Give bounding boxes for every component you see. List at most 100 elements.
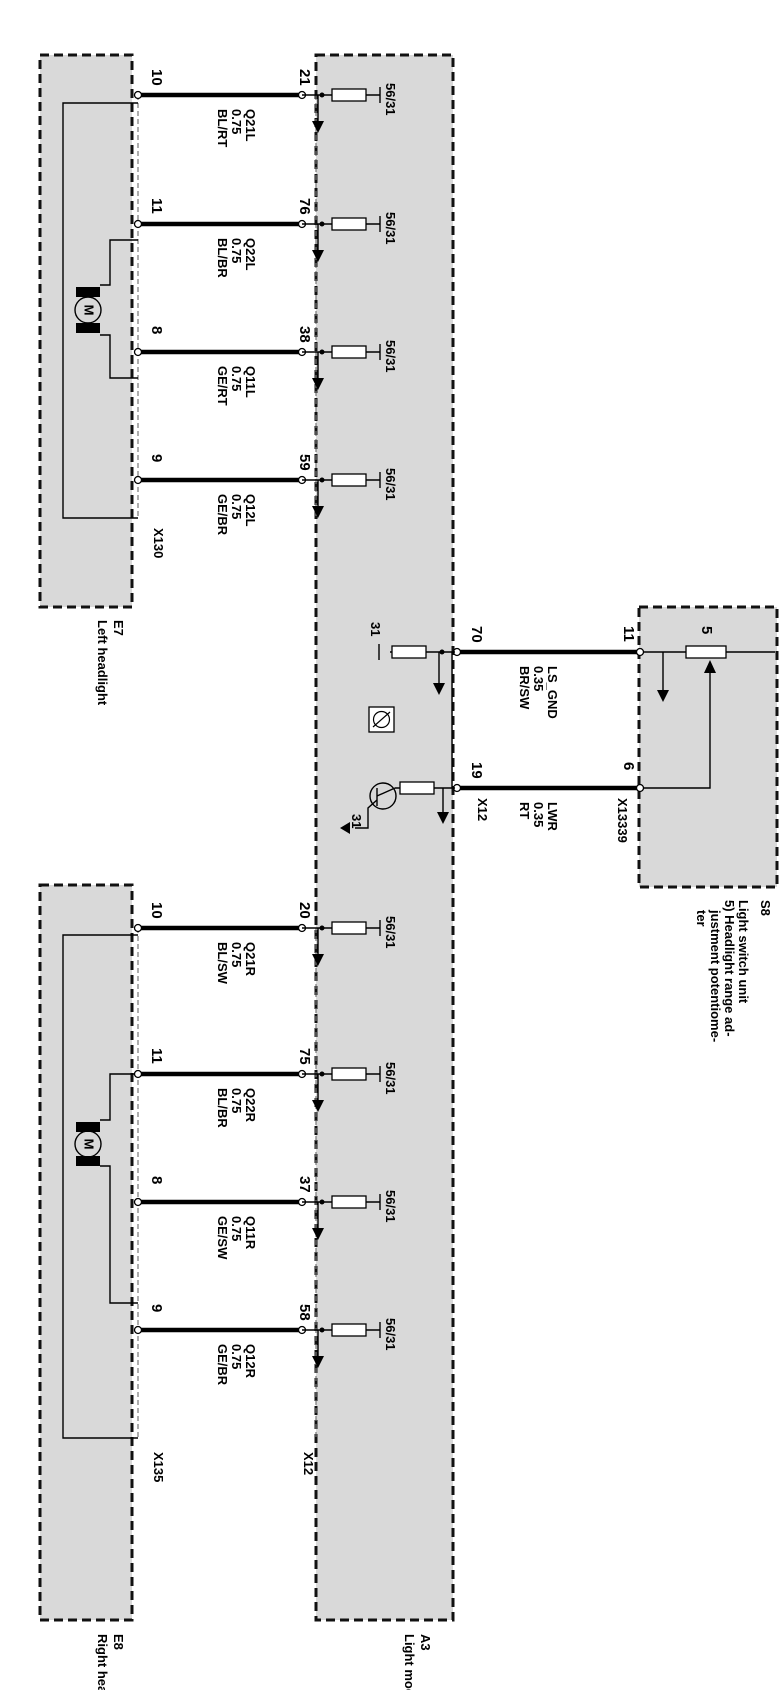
switch-signal-1: LWR [545,802,560,831]
light-module-box [314,53,455,1622]
s8-name-line4: ter [694,910,709,927]
ground-31-bottom: 31 [349,814,364,828]
switch-pin-module-1: 19 [468,762,485,779]
right-motor-label: M [82,1139,97,1150]
right-pin-headlight-3: 9 [148,1304,165,1312]
module-lwr-circuit [340,781,455,834]
right-pin-headlight-2: 8 [148,1176,165,1184]
right-headlight-box [38,883,134,1622]
left-size-3: 0.75 [229,494,244,519]
a3-name: Light module [402,1634,417,1690]
switch-color-1: RT [517,802,532,819]
switch-pin-switch-0: 11 [620,626,637,642]
left-pin-headlight-1: 11 [148,198,165,214]
left-pin-module-0: 21 [296,69,313,86]
wires-layer [133,87,381,1368]
e7-code: E7 [111,620,126,636]
right-color-3: GE/BR [215,1344,230,1386]
module-chip-icon [368,706,395,733]
left-color-2: GE/RT [215,366,230,406]
right-motor-icon [74,1130,102,1158]
x13339-label: X13339 [615,798,630,843]
e8-code: E8 [111,1634,126,1650]
switch-size-0: 0.35 [531,666,546,691]
right-signal-0: Q21R [243,942,258,977]
right-pin-module-2: 37 [296,1176,313,1193]
right-size-0: 0.75 [229,942,244,967]
x135-label: X135 [151,1452,166,1482]
right-ground-tag-2: 56/31 [383,1190,398,1223]
right-size-2: 0.75 [229,1216,244,1241]
switch-color-0: BR/SW [517,666,532,710]
left-pin-headlight-0: 10 [148,69,165,86]
left-ground-tag-3: 56/31 [383,468,398,501]
right-headlight-motor: M [62,934,138,1439]
left-size-1: 0.75 [229,238,244,263]
left-wire-q22l [133,216,381,262]
transistor-icon [369,782,397,810]
a3-code: A3 [418,1634,433,1651]
right-ground-tag-3: 56/31 [383,1318,398,1351]
right-pin-headlight-0: 10 [148,902,165,919]
left-pin-module-3: 59 [296,454,313,471]
right-ground-tag-0: 56/31 [383,916,398,949]
left-motor-icon [74,296,102,324]
left-wire-q11l [133,344,381,390]
right-signal-1: Q22R [243,1088,258,1123]
switch-internal [451,645,775,793]
left-motor-label: M [82,305,97,316]
left-headlight-motor: M [62,102,138,519]
left-ground-tag-1: 56/31 [383,212,398,245]
right-color-0: BL/SW [215,942,230,985]
right-signal-2: Q11R [243,1216,258,1250]
left-pin-module-1: 76 [296,198,313,215]
s8-name-line3: justment potentiome- [708,909,723,1042]
e8-name: Right headlight [95,1634,110,1690]
switch-size-1: 0.35 [531,802,546,827]
s8-name-line2: 5) Headlight range ad- [722,900,737,1037]
right-pin-headlight-1: 11 [148,1048,165,1064]
left-wire-q21l [133,87,381,133]
left-ground-tag-2: 56/31 [383,340,398,373]
s8-name-line1: Light switch unit [736,900,751,1004]
left-pin-headlight-2: 8 [148,326,165,334]
right-pin-module-1: 75 [296,1048,313,1065]
ground-31-top: 31 [368,622,383,636]
left-size-0: 0.75 [229,109,244,134]
left-pin-headlight-3: 9 [148,454,165,462]
left-size-2: 0.75 [229,366,244,391]
right-wire-q22r [133,1066,381,1112]
left-pin-module-2: 38 [296,326,313,343]
switch-pin-module-0: 70 [468,626,485,643]
x12-label-bottom: X12 [301,1452,316,1475]
e7-name: Left headlight [95,620,110,706]
left-signal-2: Q11L [243,366,258,398]
right-size-1: 0.75 [229,1088,244,1113]
left-color-0: BL/RT [215,109,230,147]
right-size-3: 0.75 [229,1344,244,1369]
connector-dashed-lines [137,95,317,1440]
right-pin-module-3: 58 [296,1304,313,1321]
potentiometer-number: 5 [698,626,715,634]
right-color-2: GE/SW [215,1216,230,1260]
right-signal-3: Q12R [243,1344,258,1379]
left-signal-0: Q21L [243,109,258,142]
left-signal-1: Q22L [243,238,258,271]
right-wire-q11r [133,1194,381,1240]
left-color-1: BL/BR [215,238,230,278]
right-pin-module-0: 20 [296,902,313,919]
x12-label-mid: X12 [475,798,490,821]
switch-signal-0: LS_GND [545,666,560,719]
right-ground-tag-1: 56/31 [383,1062,398,1095]
right-wire-q12r [133,1322,381,1368]
left-color-3: GE/BR [215,494,230,536]
switch-pin-switch-1: 6 [620,762,637,770]
left-ground-tag-0: 56/31 [383,83,398,116]
right-wire-q21r [133,920,381,966]
left-wire-q12l [133,472,381,518]
left-signal-3: Q12L [243,494,258,527]
s8-code: S8 [758,900,773,916]
right-color-1: BL/BR [215,1088,230,1128]
